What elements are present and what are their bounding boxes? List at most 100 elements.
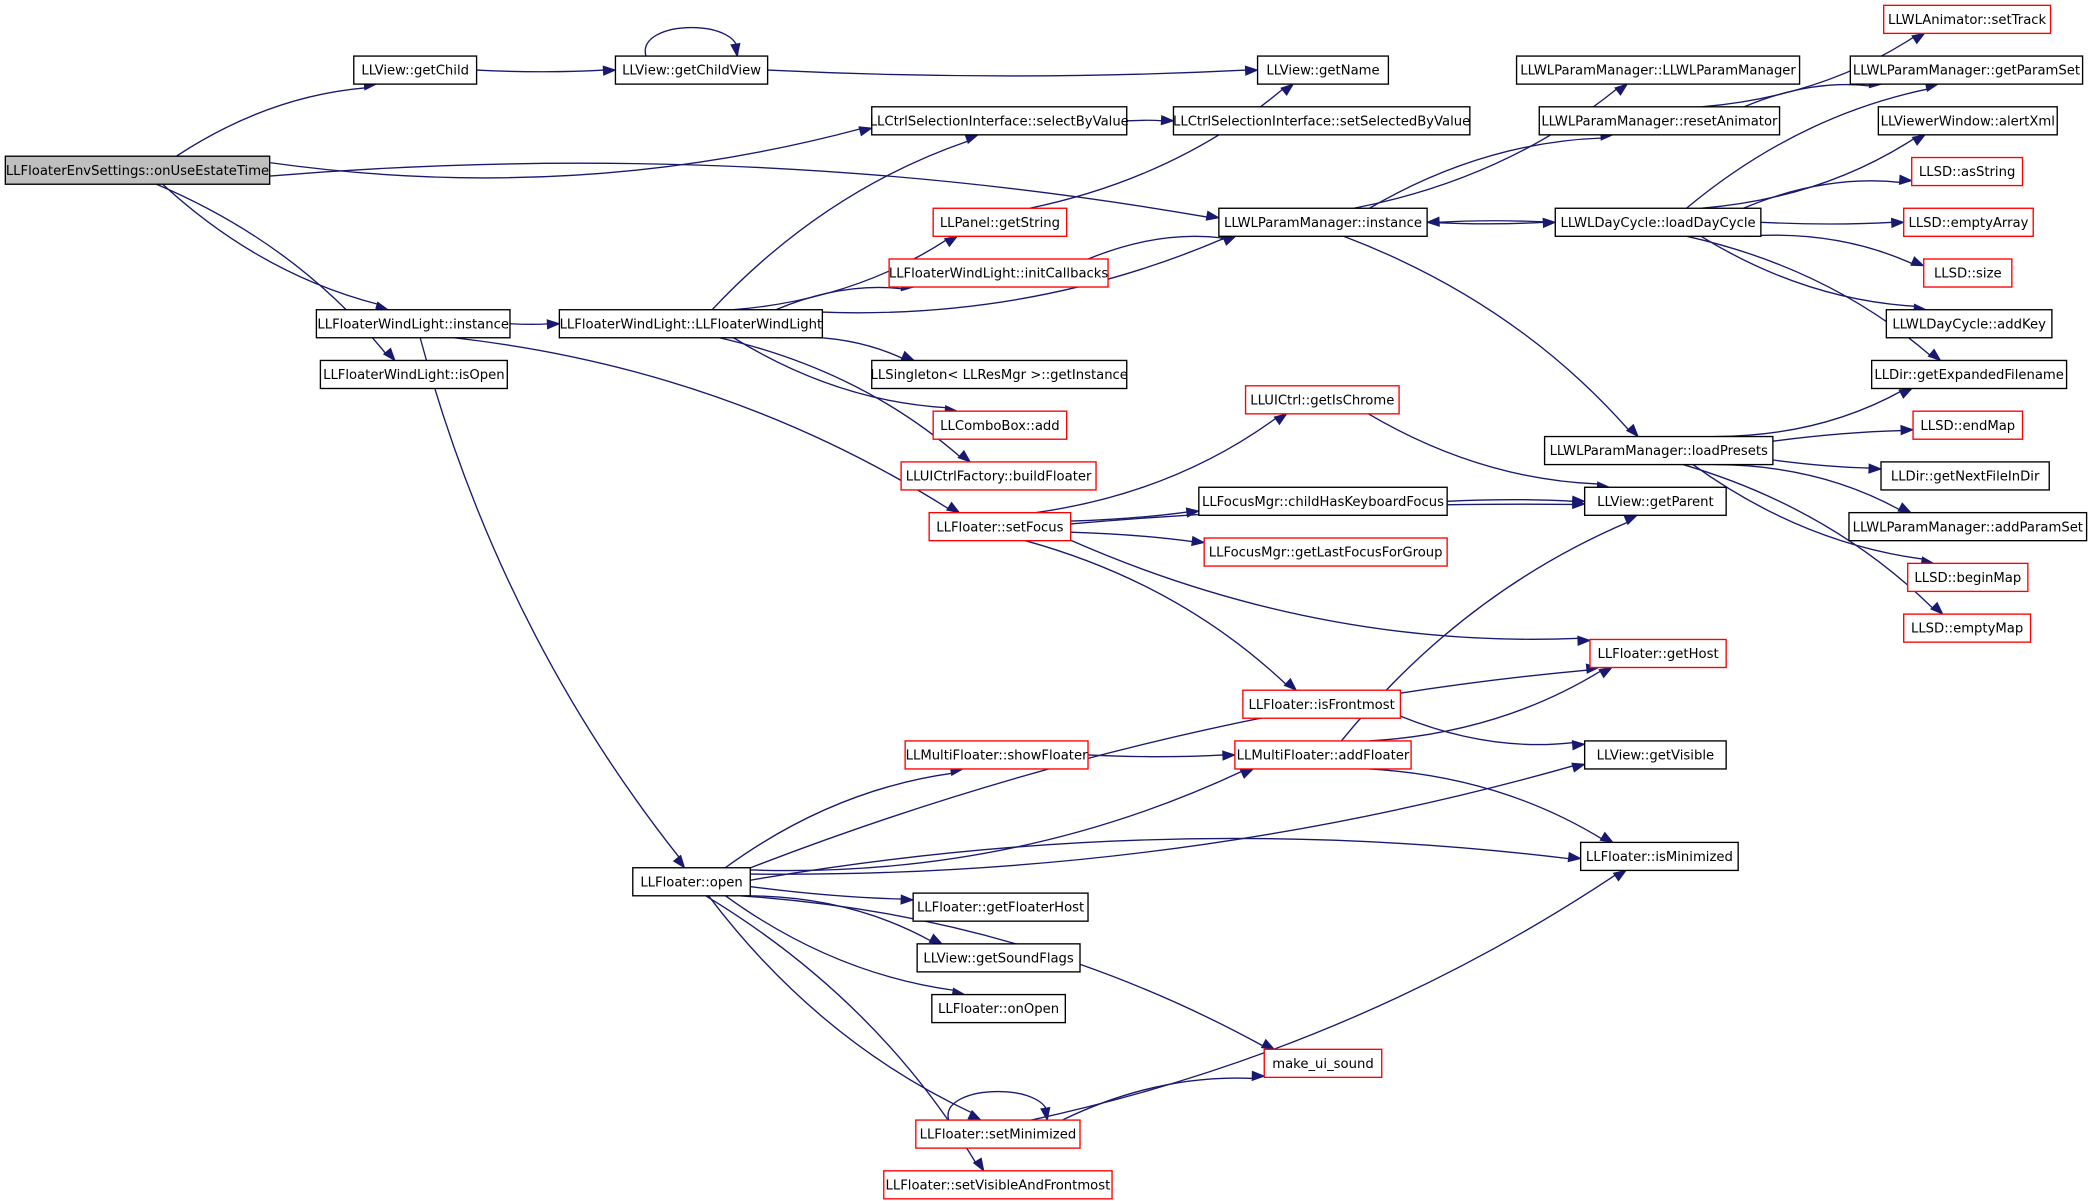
graph-node-build-floater[interactable]: LLUICtrlFactory::buildFloater	[900, 461, 1097, 491]
node-box	[1263, 1048, 1383, 1079]
graph-node-set-minimized[interactable]: LLFloater::setMinimized	[915, 1119, 1081, 1149]
graph-node-get-string[interactable]: LLPanel::getString	[932, 207, 1068, 237]
node-box	[915, 1119, 1081, 1149]
graph-node-add-key[interactable]: LLWLDayCycle::addKey	[1885, 309, 2053, 339]
graph-node-wlpm-instance[interactable]: LLWLParamManager::instance	[1218, 207, 1428, 237]
graph-node-begin-map[interactable]: LLSD::beginMap	[1907, 562, 2029, 593]
call-graph-edges	[156, 26, 1944, 1173]
call-edge-line	[1743, 180, 1901, 209]
graph-node-get-expanded[interactable]: LLDir::getExpandedFilename	[1870, 359, 2068, 390]
graph-node-select-by-value[interactable]: LLCtrlSelectionInterface::selectByValue	[870, 106, 1129, 136]
call-edge-line	[269, 162, 1208, 218]
graph-node-size[interactable]: LLSD::size	[1923, 258, 2013, 288]
graph-node-load-presets[interactable]: LLWLParamManager::loadPresets	[1543, 435, 1774, 466]
call-edge-line	[947, 1091, 1049, 1121]
graph-node-load-day-cycle[interactable]: LLWLDayCycle::loadDayCycle	[1554, 207, 1762, 237]
node-label: LLCtrlSelectionInterface::setSelectedByV…	[1173, 114, 1470, 129]
call-edge	[1087, 230, 1235, 260]
graph-node-make-ui-sound[interactable]: make_ui_sound	[1263, 1048, 1383, 1079]
graph-node-set-track[interactable]: LLWLAnimator::setTrack	[1883, 4, 2052, 35]
graph-node-set-focus[interactable]: LLFloater::setFocus	[928, 511, 1072, 542]
graph-node-empty-map[interactable]: LLSD::emptyMap	[1903, 613, 2032, 643]
call-edge-line	[1682, 463, 1934, 610]
call-edge-line	[1772, 429, 1903, 442]
graph-node-get-parent[interactable]: LLView::getParent	[1583, 486, 1727, 516]
node-box	[1923, 258, 2013, 288]
graph-node-get-floater-host[interactable]: LLFloater::getFloaterHost	[912, 892, 1089, 922]
call-edge	[1701, 32, 1926, 108]
call-edge	[509, 319, 561, 330]
node-box	[632, 867, 751, 897]
node-box	[1848, 511, 2088, 542]
node-box	[888, 258, 1109, 288]
graph-node-set-visible-front[interactable]: LLFloater::setVisibleAndFrontmost	[883, 1170, 1113, 1200]
graph-node-is-open[interactable]: LLFloaterWindLight::isOpen	[319, 359, 508, 390]
node-label: LLPanel::getString	[940, 216, 1060, 231]
node-box	[912, 892, 1089, 922]
graph-node-child-has-kbd[interactable]: LLFocusMgr::childHasKeyboardFocus	[1198, 486, 1448, 516]
call-edge-line	[476, 69, 605, 73]
node-box	[1885, 309, 2053, 339]
graph-node-get-visible[interactable]: LLView::getVisible	[1583, 740, 1727, 770]
graph-node-get-is-chrome[interactable]: LLUICtrl::getIsChrome	[1244, 385, 1400, 415]
graph-node-get-name[interactable]: LLView::getName	[1256, 55, 1390, 85]
node-label: LLFloater::setFocus	[936, 520, 1063, 535]
graph-node-as-string[interactable]: LLSD::asString	[1911, 156, 2024, 187]
call-edge-line	[1686, 88, 1929, 209]
graph-node-get-child[interactable]: LLView::getChild	[353, 55, 478, 85]
node-label: LLViewerWindow::alertXml	[1881, 114, 2055, 129]
node-label: LLSD::emptyMap	[1911, 622, 2023, 637]
node-box	[1870, 359, 2068, 390]
graph-node-wlpm-ctor[interactable]: LLWLParamManager::LLWLParamManager	[1515, 55, 1801, 85]
graph-node-fwl-instance[interactable]: LLFloaterWindLight::instance	[315, 309, 511, 339]
graph-node-get-child-view[interactable]: LLView::getChildView	[614, 55, 769, 85]
graph-node-reset-animator[interactable]: LLWLParamManager::resetAnimator	[1538, 106, 1781, 136]
graph-node-get-param-set[interactable]: LLWLParamManager::getParamSet	[1849, 55, 2084, 85]
node-label: LLSingleton< LLResMgr >::getInstance	[871, 368, 1128, 383]
graph-node-add-floater[interactable]: LLMultiFloater::addFloater	[1234, 740, 1412, 770]
call-edge	[269, 162, 1221, 221]
call-edge	[644, 26, 741, 58]
node-label: LLFloaterWindLight::instance	[317, 317, 509, 332]
graph-node-open[interactable]: LLFloater::open	[632, 867, 751, 897]
call-edge	[1447, 495, 1587, 506]
node-label: LLMultiFloater::addFloater	[1237, 749, 1410, 764]
graph-node-alert-xml[interactable]: LLViewerWindow::alertXml	[1877, 106, 2058, 136]
call-edge-line	[1367, 413, 1599, 485]
graph-node-get-sound-flags[interactable]: LLView::getSoundFlags	[916, 943, 1081, 973]
graph-node-add-param-set[interactable]: LLWLParamManager::addParamSet	[1848, 511, 2088, 542]
graph-node-is-frontmost[interactable]: LLFloater::isFrontmost	[1242, 689, 1402, 719]
call-edge-line	[176, 87, 367, 157]
graph-node-set-selected-by-value[interactable]: LLCtrlSelectionInterface::setSelectedByV…	[1172, 106, 1471, 136]
node-box	[883, 1170, 1113, 1200]
node-label: LLWLParamManager::LLWLParamManager	[1520, 64, 1796, 79]
node-box	[900, 461, 1097, 491]
node-box	[1538, 106, 1781, 136]
call-edge	[1427, 217, 1557, 229]
graph-node-get-next-file[interactable]: LLDir::getNextFileInDir	[1880, 461, 2050, 491]
call-edge-line	[750, 837, 1570, 881]
call-edge	[1070, 539, 1592, 646]
graph-node-get-last-focus[interactable]: LLFocusMgr::getLastFocusForGroup	[1203, 537, 1448, 567]
graph-node-combo-add[interactable]: LLComboBox::add	[932, 410, 1068, 440]
call-edge-line	[1031, 874, 1617, 1121]
call-edge	[1025, 540, 1298, 692]
call-edge	[1400, 715, 1587, 751]
graph-node-root[interactable]: LLFloaterEnvSettings::onUseEstateTime	[4, 155, 271, 185]
call-edge	[1070, 531, 1206, 547]
node-label: LLView::getChildView	[622, 64, 761, 79]
call-edge	[733, 235, 959, 311]
node-label: LLWLAnimator::setTrack	[1888, 13, 2046, 28]
graph-node-get-instance[interactable]: LLSingleton< LLResMgr >::getInstance	[871, 359, 1128, 390]
graph-node-on-open[interactable]: LLFloater::onOpen	[931, 993, 1067, 1024]
graph-node-empty-array[interactable]: LLSD::emptyArray	[1903, 207, 2034, 237]
graph-node-is-minimized[interactable]: LLFloater::isMinimized	[1579, 841, 1739, 872]
call-edge-line	[750, 770, 1243, 872]
graph-node-init-callbacks[interactable]: LLFloaterWindLight::initCallbacks	[888, 258, 1109, 288]
node-box	[1234, 740, 1412, 770]
graph-node-end-map[interactable]: LLSD::endMap	[1912, 410, 2024, 440]
call-edge-line	[1025, 540, 1288, 686]
graph-node-show-floater[interactable]: LLMultiFloater::showFloater	[904, 740, 1089, 770]
graph-node-get-host[interactable]: LLFloater::getHost	[1589, 638, 1727, 669]
graph-node-fwl-ctor[interactable]: LLFloaterWindLight::LLFloaterWindLight	[558, 309, 824, 339]
